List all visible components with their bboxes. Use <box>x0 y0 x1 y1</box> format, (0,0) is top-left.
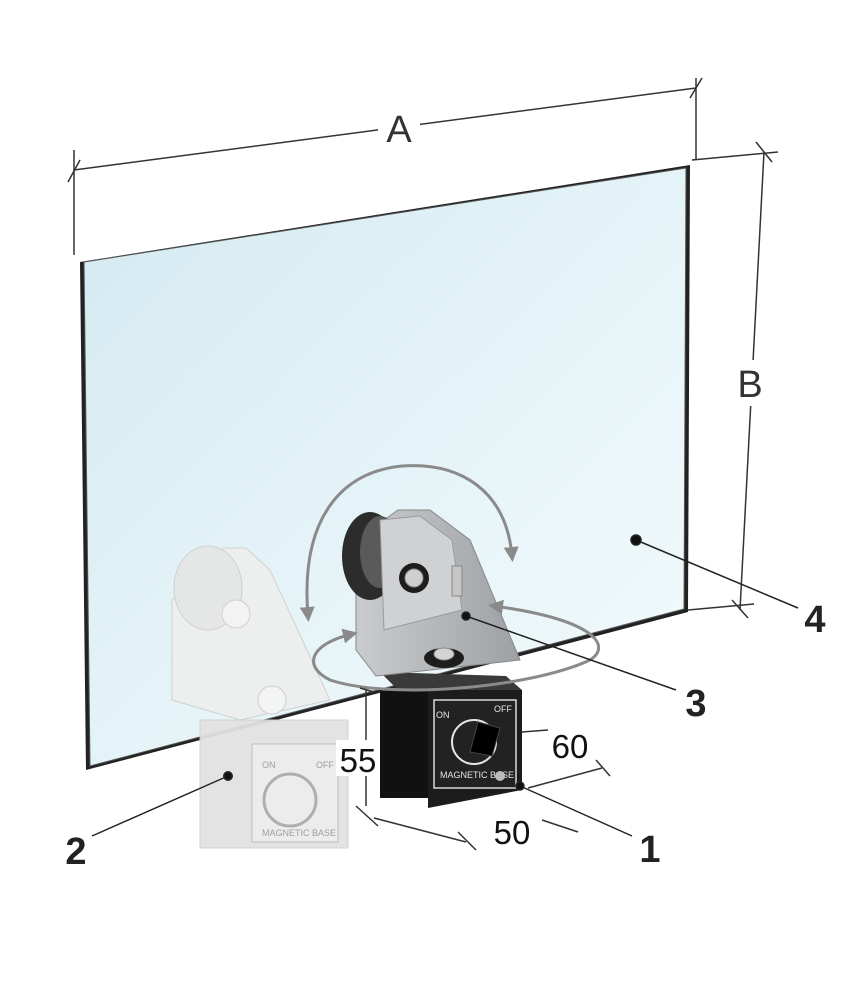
svg-text:MAGNETIC BASE: MAGNETIC BASE <box>440 770 514 780</box>
callout-3: 3 <box>685 683 706 725</box>
rotation-arrow-icon <box>299 464 601 692</box>
svg-text:OFF: OFF <box>494 704 512 714</box>
svg-text:MAGNETIC BASE: MAGNETIC BASE <box>262 828 336 838</box>
bolt-icon <box>399 563 429 593</box>
base-height-label: 55 <box>340 742 377 779</box>
magnetic-switch-dial-icon <box>469 721 501 757</box>
callout-leaders <box>91 534 799 837</box>
bolt-icon <box>424 647 464 668</box>
ghost-mount-assembly: ON OFF MAGNETIC BASE <box>171 545 349 849</box>
svg-text:OFF: OFF <box>316 760 334 770</box>
callout-1: 1 <box>639 829 660 871</box>
magnetic-base: ON OFF MAGNETIC BASE <box>380 672 522 808</box>
svg-text:ON: ON <box>436 710 450 720</box>
svg-text:ON: ON <box>262 760 276 770</box>
dimension-a-label: A <box>386 109 412 151</box>
base-depth-label: 60 <box>552 728 589 765</box>
dimension-b-label: B <box>737 364 762 406</box>
callout-4: 4 <box>804 599 825 641</box>
base-width-label: 50 <box>494 814 531 851</box>
callout-2: 2 <box>65 831 86 873</box>
